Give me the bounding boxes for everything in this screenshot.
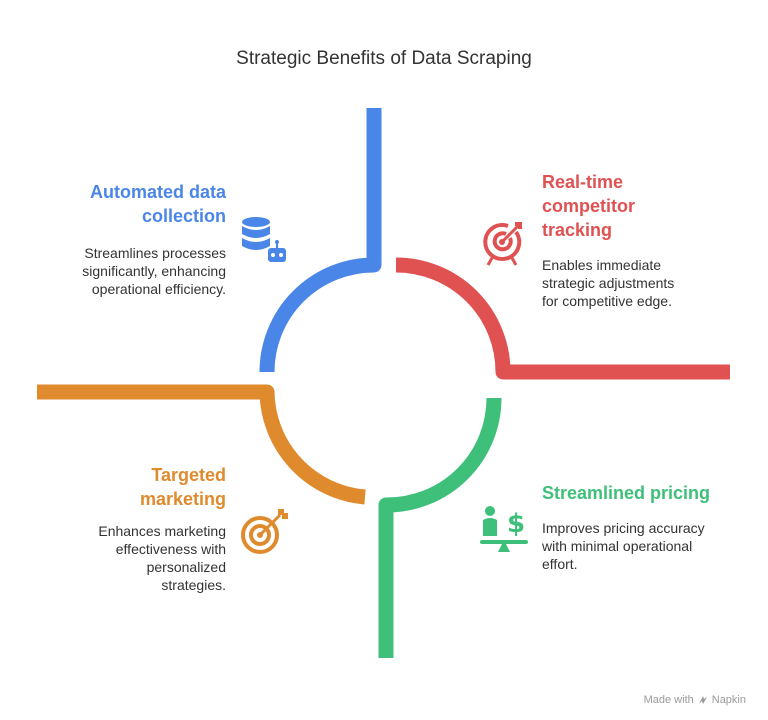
pricing-heading: Streamlined pricing — [542, 481, 752, 505]
pricing-heading-line1: Streamlined pricing — [542, 483, 711, 503]
automated-description: Streamlines processes significantly, enh… — [20, 244, 226, 298]
realtime-desc-line3: for competitive edge. — [542, 293, 672, 309]
targeted-desc-line2: effectiveness with — [115, 541, 226, 557]
targeted-heading-line1: Targeted — [151, 465, 226, 485]
footer-made-with: Made with — [643, 694, 694, 706]
bullseye-icon — [241, 509, 288, 554]
target-arrow-icon — [483, 222, 522, 266]
person-dollar-scale-icon: $ — [480, 506, 528, 552]
red-connector — [395, 257, 730, 380]
automated-heading: Automated data collection — [40, 180, 226, 228]
targeted-description: Enhances marketing effectiveness with pe… — [20, 522, 226, 594]
footer-brand: Napkin — [711, 694, 746, 706]
footer-attribution: Made with Napkin — [644, 694, 746, 706]
orange-connector — [37, 384, 366, 505]
automated-desc-line2: significantly, enhancing — [82, 263, 226, 279]
green-connector — [378, 397, 502, 658]
database-robot-icon — [242, 217, 286, 262]
automated-heading-line2: collection — [141, 206, 226, 226]
targeted-desc-line3: personalized — [146, 559, 226, 575]
napkin-logo-icon — [698, 696, 707, 704]
realtime-heading-line3: tracking — [542, 220, 613, 240]
targeted-desc-line4: strategies. — [161, 577, 226, 593]
pricing-desc-line3: effort. — [542, 556, 578, 572]
realtime-heading-line2: competitor — [542, 196, 636, 216]
pricing-desc-line1: Improves pricing accuracy — [542, 520, 705, 536]
targeted-desc-line1: Enhances marketing — [98, 523, 226, 539]
page-title: Strategic Benefits of Data Scraping — [236, 48, 532, 69]
svg-text:$: $ — [507, 509, 525, 539]
pricing-desc-line2: with minimal operational — [542, 538, 693, 554]
automated-heading-line1: Automated data — [89, 182, 226, 202]
realtime-desc-line1: Enables immediate — [542, 257, 662, 273]
realtime-description: Enables immediate strategic adjustments … — [542, 256, 752, 310]
blue-connector — [259, 108, 382, 373]
targeted-heading: Targeted marketing — [40, 463, 226, 511]
realtime-desc-line2: strategic adjustments — [542, 275, 675, 291]
realtime-heading-line1: Real-time — [542, 172, 624, 192]
automated-desc-line1: Streamlines processes — [84, 245, 226, 261]
pricing-description: Improves pricing accuracy with minimal o… — [542, 519, 752, 573]
targeted-heading-line2: marketing — [139, 489, 226, 509]
realtime-heading: Real-time competitor tracking — [542, 170, 742, 242]
automated-desc-line3: operational efficiency. — [91, 281, 226, 297]
